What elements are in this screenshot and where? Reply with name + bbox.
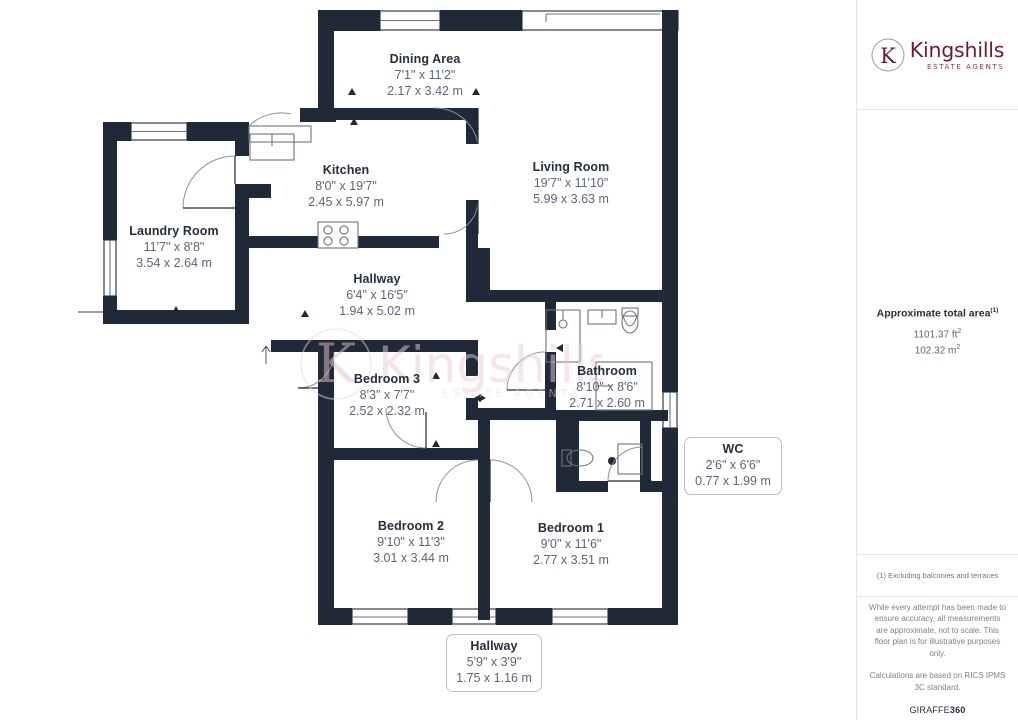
provider-suffix: 360	[949, 705, 966, 716]
room-name: Kitchen	[322, 163, 370, 177]
room-name: Bathroom	[577, 364, 637, 378]
total-area-metric: 102.32 m2	[915, 344, 961, 356]
info-sidebar: K Kingshills ESTATE AGENTS Approximate t…	[856, 0, 1018, 720]
room-label-bedroom-1: Bedroom 1 9'0" x 11'6" 2.77 x 3.51 m	[512, 521, 630, 568]
room-dimensions-metric: 2.17 x 3.42 m	[387, 84, 463, 98]
logo-letter: K	[880, 44, 896, 68]
floorplan-drawing: .w{fill:#1f2937;} .th{fill:none;stroke:#…	[78, 10, 679, 625]
floorplan-canvas[interactable]: .w{fill:#1f2937;} .th{fill:none;stroke:#…	[0, 0, 856, 720]
total-area-imperial-unit: 2	[957, 327, 962, 335]
room-dimensions-imperial: 8'0" x 19'7"	[315, 179, 377, 193]
room-label-laundry-room: Laundry Room 11'7" x 8'8" 3.54 x 2.64 m	[110, 224, 238, 271]
brand-name: Kingshills	[909, 37, 1005, 62]
total-area-metric-unit: 2	[956, 344, 961, 352]
footnote-text: (1) Excluding balconies and terraces	[876, 571, 999, 580]
total-area-metric-value: 102.32 m	[914, 345, 957, 357]
room-dimensions-metric: 5.99 x 3.63 m	[533, 192, 609, 206]
room-name: Hallway	[353, 272, 401, 286]
room-dimensions-imperial: 11'7" x 8'8"	[143, 240, 205, 254]
total-area-imperial-value: 1101.37 ft	[913, 329, 958, 341]
room-dimensions-imperial: 9'10" x 11'3"	[377, 535, 445, 549]
room-dimensions-metric: 1.75 x 1.16 m	[456, 671, 532, 685]
room-label-bedroom-3: Bedroom 3 8'3" x 7'7" 2.52 x 2.32 m	[328, 372, 446, 419]
brand-text: Kingshills ESTATE AGENTS	[910, 39, 1005, 71]
room-dimensions-metric: 1.94 x 5.02 m	[339, 304, 415, 318]
kingshills-logo-icon: K	[871, 38, 905, 71]
room-label-hallway-main: Hallway 6'4" x 16'5" 1.94 x 5.02 m	[318, 272, 436, 319]
room-dimensions-metric: 2.77 x 3.51 m	[533, 553, 609, 567]
room-label-kitchen: Kitchen 8'0" x 19'7" 2.45 x 5.97 m	[280, 163, 412, 210]
total-area-title-text: Approximate total area	[876, 307, 991, 320]
room-label-hallway-entry: Hallway 5'9" x 3'9" 1.75 x 1.16 m	[446, 634, 542, 692]
room-name: Bedroom 3	[353, 372, 421, 386]
room-label-bathroom: Bathroom 8'10" x 8'6" 2.71 x 2.60 m	[551, 364, 663, 411]
room-dimensions-metric: 3.01 x 3.44 m	[373, 551, 449, 565]
room-dimensions-metric: 2.45 x 5.97 m	[308, 195, 384, 209]
total-area-imperial: 1101.37 ft2	[914, 328, 962, 340]
room-dimensions-imperial: 8'10" x 8'6"	[576, 380, 638, 394]
room-name: Laundry Room	[129, 224, 219, 238]
room-name: WC	[722, 442, 744, 456]
room-dimensions-imperial: 6'4" x 16'5"	[346, 288, 408, 302]
disclaimer-standard: Calculations are based on RICS IPMS 3C s…	[869, 671, 1006, 692]
room-name: Hallway	[470, 639, 518, 653]
brand-header: K Kingshills ESTATE AGENTS	[857, 0, 1018, 110]
room-name: Dining Area	[389, 52, 461, 66]
provider-credit: GIRAFFE360	[909, 705, 965, 715]
room-dimensions-imperial: 5'9" x 3'9"	[466, 655, 522, 669]
room-dimensions-imperial: 9'0" x 11'6"	[540, 537, 602, 551]
total-area-title: Approximate total area(1)	[877, 307, 999, 320]
room-dimensions-imperial: 7'1" x 11'2"	[394, 68, 456, 82]
disclaimer-accuracy: While every attempt has been made to ens…	[869, 602, 1006, 658]
room-label-wc: WC 2'6" x 6'6" 0.77 x 1.99 m	[684, 437, 782, 495]
room-dimensions-imperial: 2'6" x 6'6"	[705, 458, 761, 472]
room-label-dining-area: Dining Area 7'1" x 11'2" 2.17 x 3.42 m	[354, 52, 496, 99]
room-dimensions-metric: 3.54 x 2.64 m	[136, 256, 212, 270]
room-name: Living Room	[532, 160, 610, 174]
room-dimensions-metric: 2.52 x 2.32 m	[349, 404, 425, 418]
room-dimensions-metric: 0.77 x 1.99 m	[695, 474, 771, 488]
room-dimensions-imperial: 8'3" x 7'7"	[359, 388, 415, 402]
brand-lockup: K Kingshills ESTATE AGENTS	[871, 38, 1005, 72]
room-label-living-room: Living Room 19'7" x 11'10" 5.99 x 3.63 m	[498, 160, 644, 207]
room-name: Bedroom 1	[537, 521, 605, 535]
brand-subtitle: ESTATE AGENTS	[927, 61, 1005, 71]
room-dimensions-imperial: 19'7" x 11'10"	[533, 176, 609, 190]
total-area-footnote-marker: (1)	[990, 307, 999, 315]
room-dimensions-metric: 2.71 x 2.60 m	[569, 396, 645, 410]
room-label-bedroom-2: Bedroom 2 9'10" x 11'3" 3.01 x 3.44 m	[352, 519, 470, 566]
total-area-block: Approximate total area(1) 1101.37 ft2 10…	[857, 110, 1018, 555]
room-name: Bedroom 2	[377, 519, 445, 533]
provider-name: GIRAFFE	[909, 705, 950, 716]
disclaimer-block: While every attempt has been made to ens…	[857, 597, 1018, 720]
footnote-block: (1) Excluding balconies and terraces	[857, 555, 1018, 597]
